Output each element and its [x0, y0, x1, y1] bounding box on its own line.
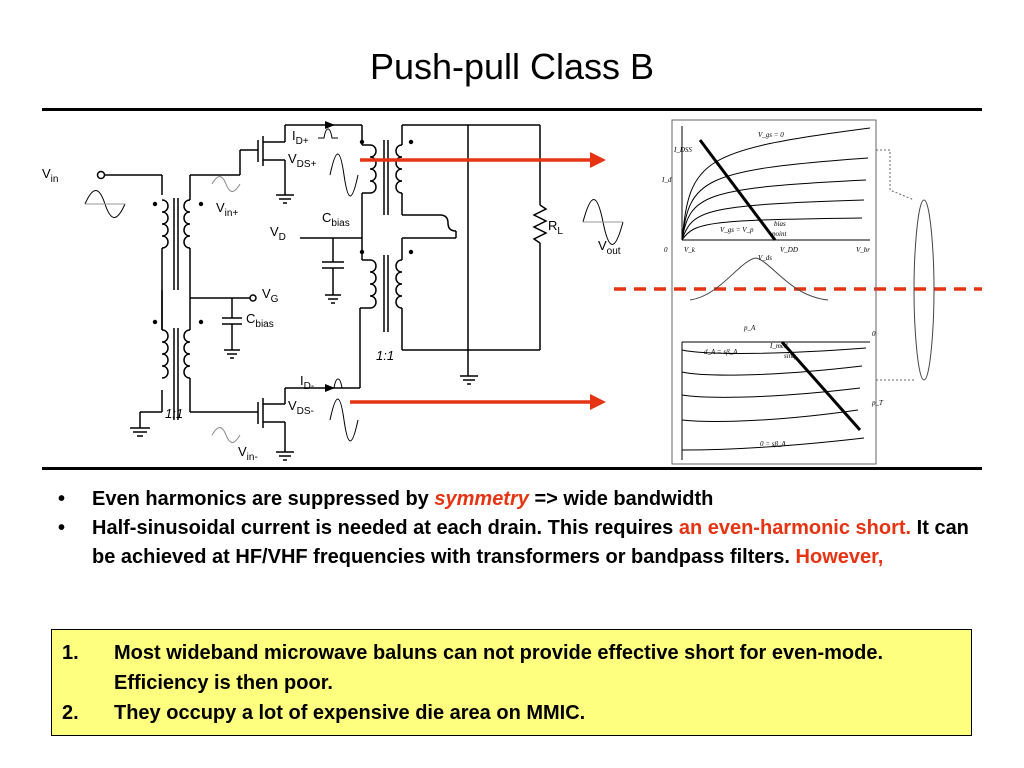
svg-text:0: 0 — [872, 330, 876, 338]
push-pull-circuit-diagram: Vin Vin+ Vin- ID+ VDS+ ID- VDS- VD VG Cb… — [42, 119, 982, 465]
svg-text:0: 0 — [664, 246, 668, 254]
bullet-item: • Half-sinusoidal current is needed at e… — [58, 514, 978, 572]
vg-label: VG — [262, 286, 279, 305]
svg-text:V_gs = 0: V_gs = 0 — [758, 131, 784, 139]
svg-text:I_med: I_med — [769, 342, 788, 350]
bullet-dot: • — [58, 488, 66, 510]
slide-title: Push-pull Class B — [369, 46, 655, 87]
numbered-item: 2. They occupy a lot of expensive die ar… — [62, 702, 586, 724]
svg-text:point: point — [771, 230, 787, 238]
vin-minus-label: Vin- — [238, 444, 258, 463]
vout-label: Vout — [598, 238, 621, 257]
vds-plus-label: VDS+ — [288, 151, 317, 170]
svg-text:0 = sβ_A: 0 = sβ_A — [760, 440, 786, 448]
numbered-item: 1. Most wideband microwave baluns can no… — [62, 642, 884, 694]
svg-text:I_d: I_d — [661, 176, 672, 184]
svg-text:p_T: p_T — [871, 399, 884, 407]
ratio-left-label: 1:1 — [165, 406, 183, 421]
svg-text:d_A = sβ_A: d_A = sβ_A — [704, 348, 738, 356]
highlight-box: 1. Most wideband microwave baluns can no… — [51, 629, 972, 736]
rl-label: RL — [548, 218, 563, 237]
circuit-labels: Vin Vin+ Vin- ID+ VDS+ ID- VDS- VD VG Cb… — [42, 128, 621, 463]
svg-text:bias: bias — [774, 220, 786, 228]
id-plus-label: ID+ — [292, 128, 309, 147]
svg-text:V_k: V_k — [684, 246, 696, 254]
cbias-top-label: Cbias — [322, 210, 350, 229]
bullet-dot: • — [58, 517, 66, 539]
id-plus-halfwave-icon — [318, 128, 338, 139]
bottom-divider — [42, 467, 982, 470]
svg-text:V_DD: V_DD — [780, 246, 798, 254]
vin-plus-label: Vin+ — [216, 200, 238, 219]
bullet-list: • Even harmonics are suppressed by symme… — [58, 485, 978, 572]
svg-text:V_ds: V_ds — [758, 254, 772, 262]
vin-label: Vin — [42, 166, 58, 185]
svg-text:V_br: V_br — [856, 246, 870, 254]
svg-text:sinq: sinq — [784, 352, 796, 360]
bullet-item: • Even harmonics are suppressed by symme… — [58, 485, 978, 514]
plot-labels: V_gs = 0 I_DSS I_d V_gs = V_p bias point… — [661, 131, 884, 448]
svg-text:p_A: p_A — [743, 324, 756, 332]
cbias-bottom-label: Cbias — [246, 311, 274, 330]
svg-text:I_DSS: I_DSS — [673, 146, 692, 154]
ratio-right-label: 1:1 — [376, 348, 394, 363]
svg-text:V_gs = V_p: V_gs = V_p — [720, 226, 754, 234]
top-divider — [42, 108, 982, 111]
vds-minus-label: VDS- — [288, 398, 314, 417]
characteristic-curves-plot — [671, 119, 935, 465]
vd-label: VD — [270, 224, 286, 243]
id-minus-label: ID- — [300, 373, 314, 392]
